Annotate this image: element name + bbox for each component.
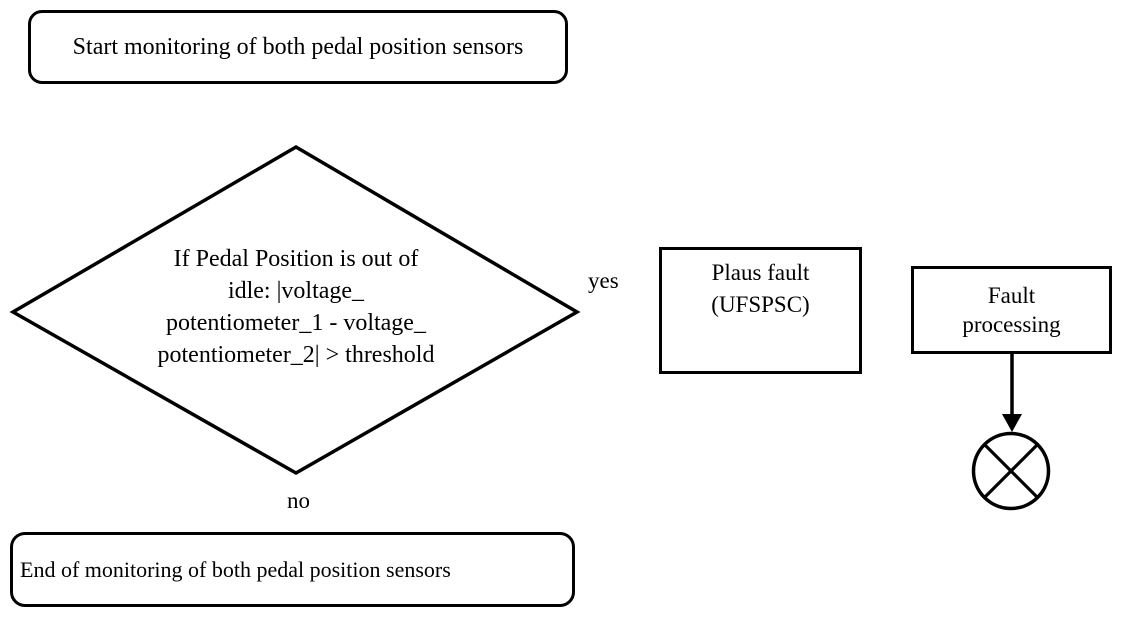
end-node: End of monitoring of both pedal position… — [10, 532, 575, 607]
decision-node-label: If Pedal Position is out of idle: |volta… — [106, 243, 486, 371]
plaus-fault-line: Plaus fault — [711, 260, 810, 285]
decision-diamond-shape — [9, 144, 581, 476]
decision-line: potentiometer_1 - voltage_ — [166, 310, 426, 336]
plaus-fault-line: (UFSPSC) — [711, 292, 810, 317]
decision-line: idle: |voltage_ — [227, 278, 365, 304]
start-node: Start monitoring of both pedal position … — [28, 10, 568, 84]
arrowhead-icon — [1002, 414, 1022, 432]
crossed-circle-icon — [971, 431, 1051, 511]
decision-line: If Pedal Position is out of — [173, 246, 419, 272]
yes-edge-label: yes — [588, 268, 619, 293]
no-edge-label: no — [287, 488, 310, 513]
plaus-fault-node: Plaus fault (UFSPSC) — [659, 247, 862, 374]
decision-line: potentiometer_2| > threshold — [157, 342, 435, 368]
fault-processing-line: Fault — [987, 283, 1036, 308]
fault-processing-node: Fault processing — [911, 266, 1112, 354]
fault-processing-line: processing — [962, 312, 1061, 337]
